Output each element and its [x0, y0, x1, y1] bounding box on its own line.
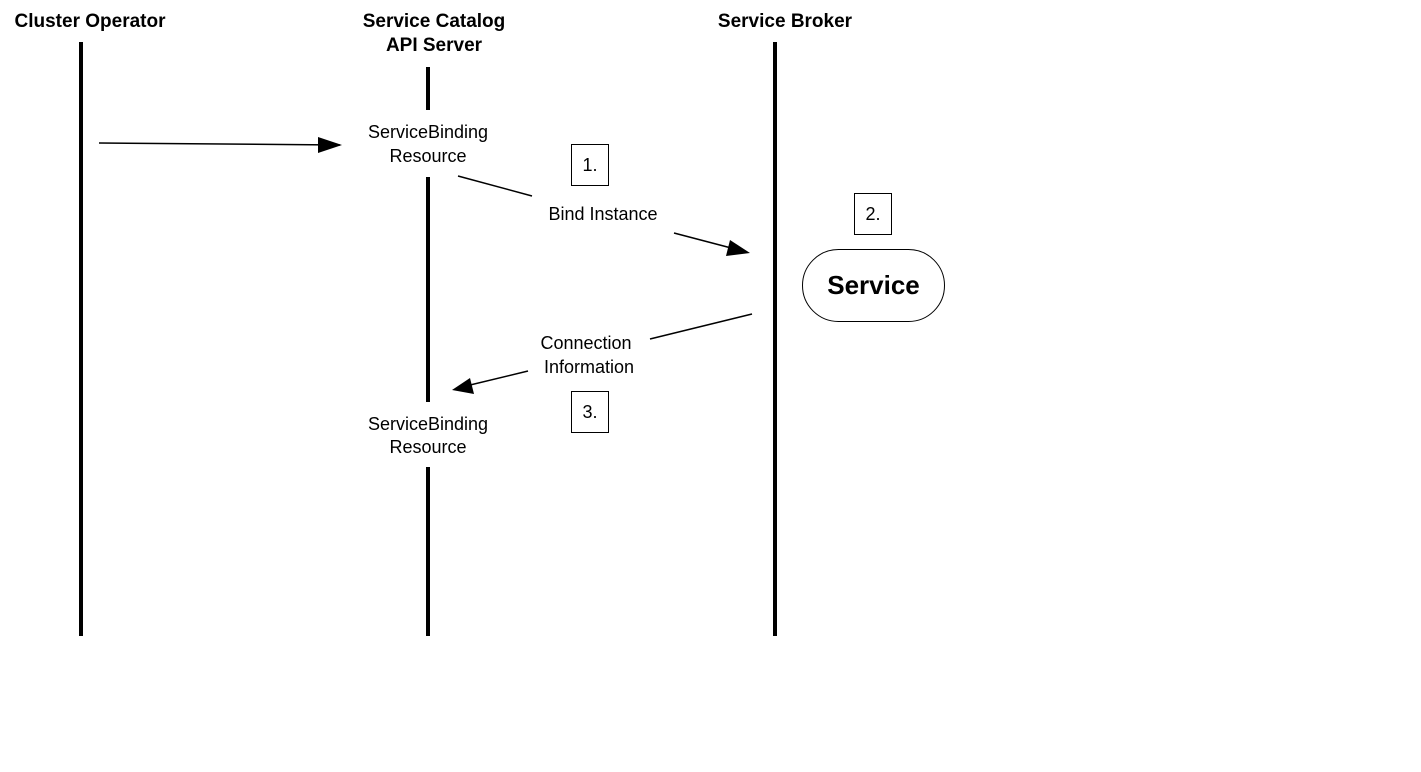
- arrow-connection-info-start: [649, 313, 753, 340]
- arrow-connection-info-end: [465, 370, 529, 387]
- resource-bottom-line2: Resource: [389, 437, 467, 457]
- resource-top-line1: ServiceBinding: [367, 122, 489, 142]
- header-service-broker: Service Broker: [717, 11, 853, 32]
- arrowhead-create-binding: [318, 137, 342, 153]
- arrowhead-bind-instance: [726, 240, 750, 256]
- arrow-create-binding: [98, 142, 341, 146]
- resource-top-line2: Resource: [389, 146, 467, 166]
- arrow-bind-instance-end: [673, 232, 736, 250]
- message-connection-line1: Connection: [540, 333, 632, 353]
- step-1-box: 1.: [571, 144, 609, 186]
- step-3-box: 3.: [571, 391, 609, 433]
- header-cluster-operator: Cluster Operator: [14, 11, 166, 32]
- header-api-server-line2: API Server: [385, 35, 483, 56]
- arrow-bind-instance-start: [457, 175, 533, 197]
- header-api-server-line1: Service Catalog: [362, 11, 506, 32]
- message-connection-line2: Information: [543, 357, 635, 377]
- step-2-box: 2.: [854, 193, 892, 235]
- message-bind-instance: Bind Instance: [548, 204, 658, 224]
- service-node: Service: [802, 249, 945, 322]
- resource-bottom-line1: ServiceBinding: [367, 414, 489, 434]
- arrowhead-connection-info: [452, 378, 474, 394]
